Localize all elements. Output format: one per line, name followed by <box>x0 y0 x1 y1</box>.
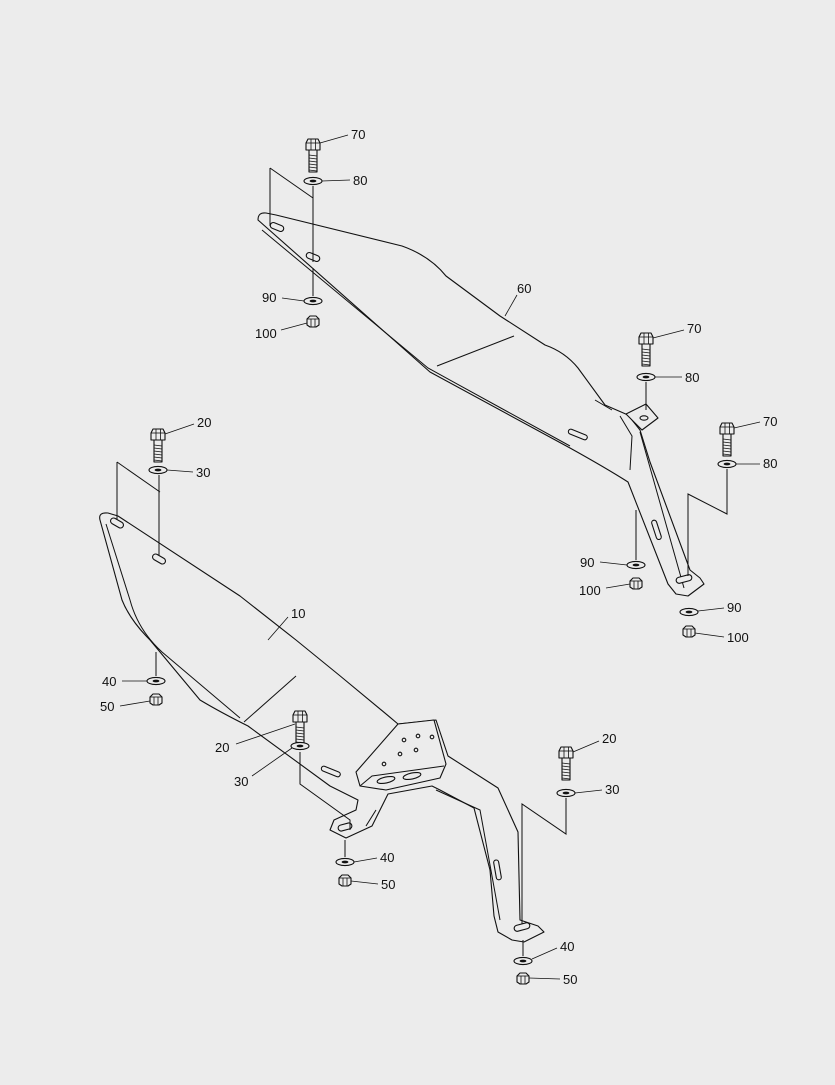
callout-90: 90 <box>727 600 741 615</box>
callout-70: 70 <box>351 127 365 142</box>
leader-lines <box>119 134 761 980</box>
callout-100: 100 <box>579 583 601 598</box>
callout-10: 10 <box>291 606 305 621</box>
callout-80: 80 <box>353 173 367 188</box>
callout-20: 20 <box>602 731 616 746</box>
callout-40: 40 <box>102 674 116 689</box>
callout-labels: 70 80 60 90 100 70 80 70 80 90 100 90 10… <box>100 127 777 987</box>
callout-30: 30 <box>605 782 619 797</box>
callout-50: 50 <box>381 877 395 892</box>
callout-40: 40 <box>560 939 574 954</box>
callout-20: 20 <box>197 415 211 430</box>
callout-50: 50 <box>563 972 577 987</box>
callout-60: 60 <box>517 281 531 296</box>
callout-20: 20 <box>215 740 229 755</box>
callout-80: 80 <box>763 456 777 471</box>
callout-90: 90 <box>580 555 594 570</box>
lower-bracket <box>99 512 545 943</box>
callout-100: 100 <box>727 630 749 645</box>
fasteners <box>116 138 737 985</box>
callout-30: 30 <box>234 774 248 789</box>
callout-70: 70 <box>763 414 777 429</box>
callout-100: 100 <box>255 326 277 341</box>
callout-70: 70 <box>687 321 701 336</box>
upper-bracket <box>257 212 705 597</box>
callout-50: 50 <box>100 699 114 714</box>
callout-80: 80 <box>685 370 699 385</box>
callout-40: 40 <box>380 850 394 865</box>
callout-90: 90 <box>262 290 276 305</box>
callout-30: 30 <box>196 465 210 480</box>
